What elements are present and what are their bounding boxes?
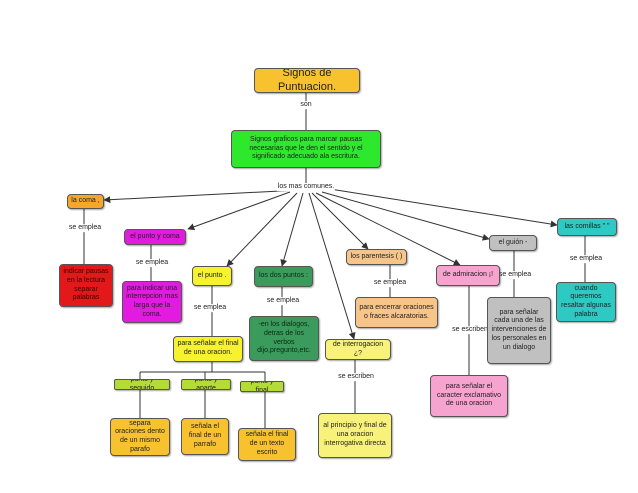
node-title: Signos de Puntuacion. bbox=[254, 68, 360, 93]
link-label-se-emplea-guion: se emplea bbox=[497, 271, 533, 279]
node-punto: el punto . bbox=[192, 266, 232, 286]
node-interrogacion-use: al principio y final de una oracion inte… bbox=[318, 413, 392, 458]
link-label-se-escriben-interrogacion: se escriben bbox=[337, 373, 375, 381]
node-punto-coma-use: para indicar una interrepcion mas larga … bbox=[122, 281, 182, 323]
node-coma-use: indicar pausas en la lectura separar pal… bbox=[59, 264, 113, 307]
node-punto-aparte: punto y aparte bbox=[181, 379, 231, 390]
node-guion-use: para señalar cada una de las intervencio… bbox=[487, 297, 551, 364]
node-punto-use: para señalar el final de una oracion. bbox=[173, 336, 243, 362]
link-label-se-escriben-admiracion: se escriben bbox=[451, 326, 489, 334]
node-dos-puntos: los dos puntos : bbox=[254, 266, 313, 287]
link-label-son: son bbox=[299, 101, 313, 109]
node-guion: el guión - bbox=[489, 235, 537, 251]
node-definition: Signos graficos para marcar pausas neces… bbox=[231, 130, 381, 168]
node-parentesis: los parentesis ( ) bbox=[346, 249, 407, 265]
link-label-se-emplea-punto-coma: se emplea bbox=[134, 259, 170, 267]
node-admiracion-use: para señalar el caracter exclamativo de … bbox=[430, 375, 508, 417]
node-interrogacion: de interrogacion ¿? bbox=[325, 339, 391, 360]
node-punto-aparte-use: señala el final de un parrafo bbox=[181, 418, 229, 455]
node-dos-puntos-use: -en los dialogos, detras de los verbos d… bbox=[249, 316, 319, 361]
node-comillas: las comillas " " bbox=[557, 218, 617, 236]
link-label-se-emplea-comillas: se emplea bbox=[568, 255, 604, 263]
node-punto-seguido-use: separa oraciones dento de un mismo paraf… bbox=[110, 418, 170, 456]
link-label-se-emplea-punto: se emplea bbox=[192, 304, 228, 312]
link-label-se-emplea-dos-puntos: se emplea bbox=[265, 297, 301, 305]
node-punto-final-use: señala el final de un texto escrito bbox=[238, 428, 296, 461]
link-label-se-emplea-parentesis: se emplea bbox=[372, 279, 408, 287]
node-punto-coma: el punto y coma bbox=[124, 229, 186, 245]
node-comillas-use: cuando queremos resaltar algunas palabra bbox=[556, 282, 616, 322]
node-admiracion: de admiracion ¡! bbox=[436, 265, 500, 286]
node-punto-final: punto y final bbox=[240, 381, 284, 392]
node-punto-seguido: punto y seguido bbox=[114, 379, 170, 390]
link-label-se-emplea-coma: se emplea bbox=[67, 224, 103, 232]
node-parentesis-use: para encerrar oraciones o fraces alcarat… bbox=[355, 297, 438, 328]
link-label-los-mas-comunes: los mas comunes. bbox=[276, 183, 336, 191]
node-coma: la coma , bbox=[67, 194, 104, 209]
